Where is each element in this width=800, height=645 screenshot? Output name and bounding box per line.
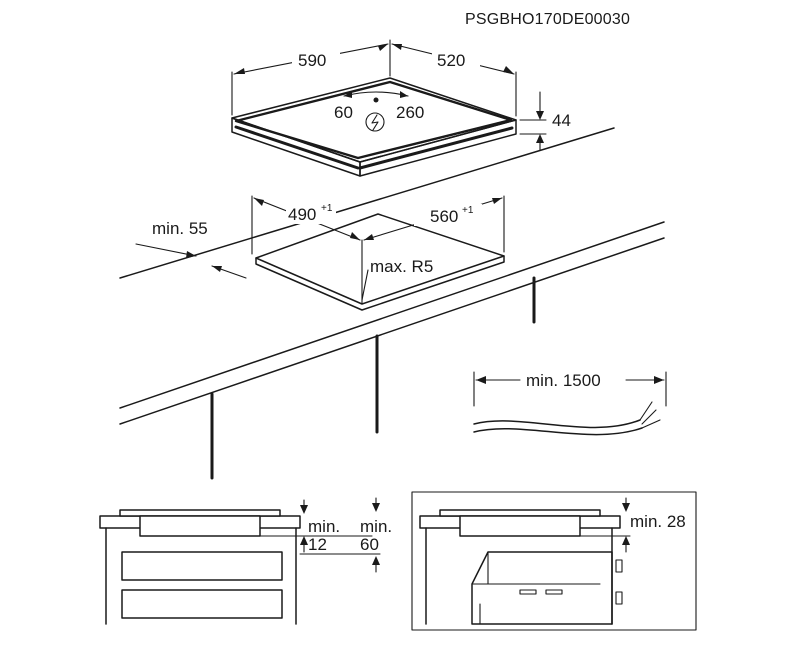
section-oven-frame [411,491,697,631]
arrow-icon [492,198,502,204]
clearance-a-label: min. [308,517,340,536]
dim-55-leader [135,243,197,257]
hob-glass-section [439,509,601,517]
worktop-front-top-edge [119,221,665,409]
arrow-icon [503,66,514,74]
arrow-icon [654,376,664,384]
hob-width-label: 590 [298,51,326,70]
document-code: PSGBHO170DE00030 [465,11,630,28]
cable-drawing: min. 1500 [473,371,667,436]
drawer-front-top [121,551,283,581]
arrow-icon [622,536,630,545]
worktop-front-bottom-edge [119,237,665,425]
hob-body-section [459,515,581,537]
arrow-icon [372,556,380,565]
hob-trim-left [234,125,360,170]
cable-min-label: 60 [334,103,353,122]
hob-glass-section [119,509,281,517]
lightning-in-circle-icon [365,112,385,132]
arrow-icon [344,91,352,98]
arrow-icon [476,376,486,384]
oven-bracket [615,559,623,573]
arrow-icon [622,503,630,512]
oven-clearance-label: min. 28 [630,512,686,531]
oven-bracket [615,591,623,605]
arrow-icon [392,44,402,50]
cable-length-label: min. 1500 [526,371,601,390]
hob-body-section [139,515,261,537]
arrow-icon [300,505,308,514]
oven-vent [545,589,563,595]
cable-wire [641,409,657,425]
arrow-icon [372,503,380,512]
arrow-icon [254,198,264,206]
cable-outline-b [473,427,643,436]
arrow-icon [350,232,360,240]
oven-vent [519,589,537,595]
cutout-depth-tolerance: +1 [462,205,474,216]
hob-depth-label: 520 [437,51,465,70]
arrow-icon [378,44,388,51]
cable-max-label: 260 [396,103,424,122]
cutout-depth [255,255,505,311]
cable-outline-a [473,419,641,429]
arrow-icon [364,234,374,240]
clearance-b-value: 60 [360,535,379,554]
arrow-icon [212,266,222,272]
cable-wire [639,401,653,421]
section-oven-drawing: min. 28 [411,491,697,631]
arrow-icon [536,111,544,120]
cutout-width-tolerance: +1 [321,203,333,214]
section-drawer-drawing: min. 12 min. 60 [99,497,392,625]
cable-wire [641,419,661,429]
cutout-depth-label: 560 [430,207,458,226]
front-distance-label: min. 55 [152,219,208,238]
arrow-icon [234,68,245,74]
worktop-drawing: 490 +1 560 +1 min. 55 max. R5 [119,127,665,480]
radius-leader [361,269,369,301]
hob-side-right [359,119,517,177]
clearance-b-label: min. [360,517,392,536]
arrow-icon [400,91,408,98]
hob-height-label: 44 [552,111,571,130]
arrow-icon [300,536,308,545]
drawer-front-bottom [121,589,283,619]
oven-body [471,551,613,625]
hob-drawing: 590 520 44 60 260 [231,39,571,177]
corner-radius-label: max. R5 [370,257,433,276]
clearance-a-value: 12 [308,535,327,554]
arrow-icon [536,134,544,143]
cutout-width-label: 490 [288,205,316,224]
arrow-icon [186,251,196,258]
cable-point [373,97,379,103]
hob-trim-right [358,126,514,170]
worktop-back-edge [119,127,615,279]
hob-glass-edge [234,80,513,160]
